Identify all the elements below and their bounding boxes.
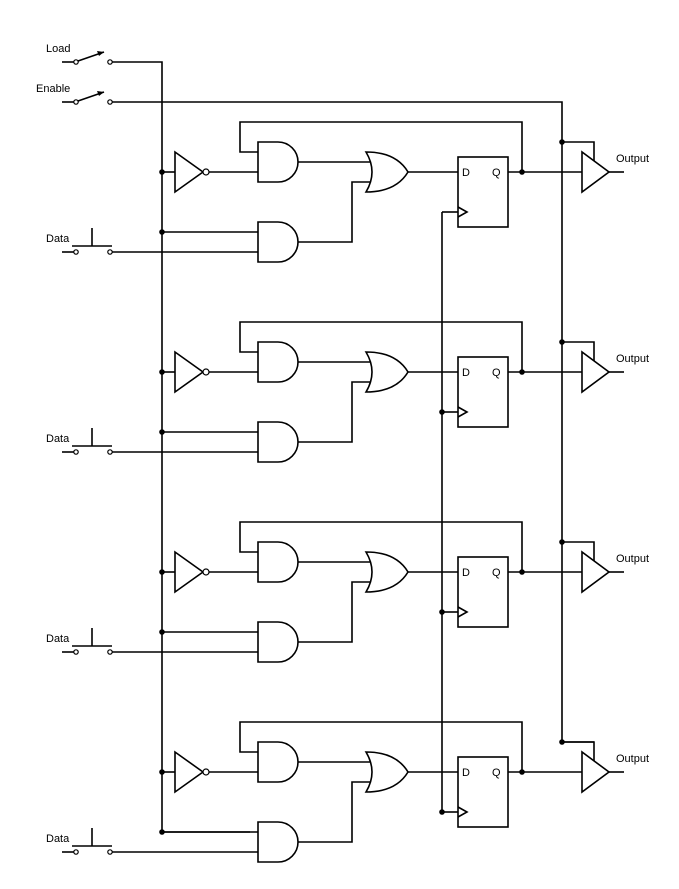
inverter-bubble <box>202 768 210 776</box>
data-label: Data <box>46 833 70 845</box>
flip-flop-q-label: Q <box>492 367 501 379</box>
data-label: Data <box>46 633 70 645</box>
flip-flop-q-label: Q <box>492 567 501 579</box>
output-label: Output <box>616 553 649 565</box>
or-gate <box>364 551 409 593</box>
data-switch: Data <box>46 428 258 455</box>
output-label: Output <box>616 753 649 765</box>
data-switch: Data <box>46 628 258 655</box>
inverter-bubble <box>202 568 210 576</box>
tri-state-buffer <box>581 150 611 194</box>
flip-flop-d-label: D <box>462 167 470 179</box>
flip-flop-d-label: D <box>462 367 470 379</box>
inverter-bubble <box>202 368 210 376</box>
load-label: Load <box>46 43 70 55</box>
and-gate-hold <box>257 341 299 383</box>
and-gate-load <box>257 421 299 463</box>
tri-state-buffer <box>581 750 611 794</box>
flip-flop-d-label: D <box>462 767 470 779</box>
or-gate <box>364 751 409 793</box>
tri-state-buffer <box>581 550 611 594</box>
or-gate <box>364 151 409 193</box>
and-gate-hold <box>257 541 299 583</box>
and-gate-load <box>257 821 299 863</box>
output-label: Output <box>616 153 649 165</box>
flip-flop-d-label: D <box>462 567 470 579</box>
enable-label: Enable <box>36 83 70 95</box>
not-gate <box>174 150 205 194</box>
output-label: Output <box>616 353 649 365</box>
enable-switch: Enable <box>36 83 594 743</box>
flip-flop-q-label: Q <box>492 767 501 779</box>
data-switch: Data <box>46 828 258 855</box>
data-label: Data <box>46 233 70 245</box>
inverter-bubble <box>202 168 210 176</box>
load-switch: Load <box>46 43 250 833</box>
and-gate-load <box>257 621 299 663</box>
and-gate-load <box>257 221 299 263</box>
not-gate <box>174 350 205 394</box>
data-switch: Data <box>46 228 258 255</box>
not-gate <box>174 550 205 594</box>
and-gate-hold <box>257 141 299 183</box>
data-label: Data <box>46 433 70 445</box>
tri-state-buffer <box>581 350 611 394</box>
and-gate-hold <box>257 741 299 783</box>
or-gate <box>364 351 409 393</box>
flip-flop-q-label: Q <box>492 167 501 179</box>
not-gate <box>174 750 205 794</box>
